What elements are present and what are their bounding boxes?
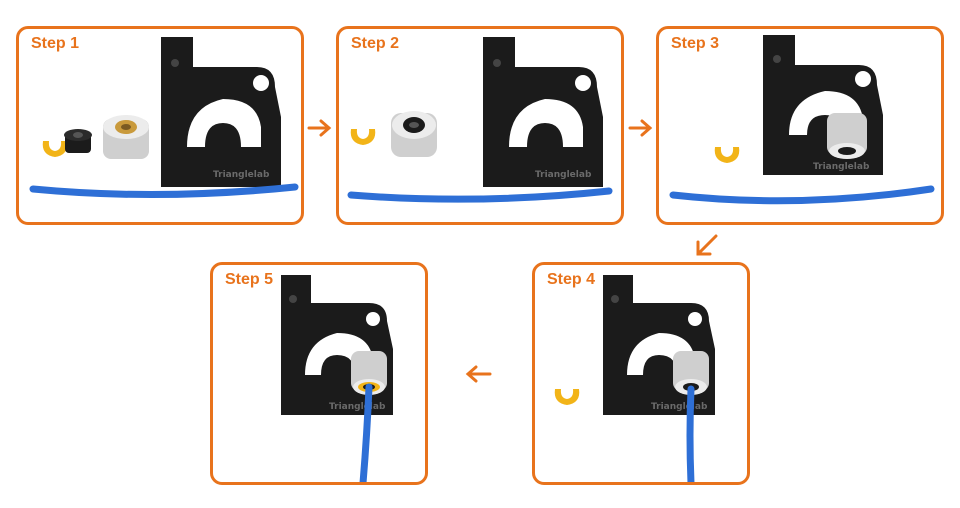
svg-text:Trianglelab: Trianglelab [813, 162, 870, 172]
coupling-icon [103, 115, 149, 159]
arrow-right-icon [628, 118, 654, 138]
step-4-panel: Step 4 Trianglelab [532, 262, 750, 485]
ptfe-tube [347, 187, 613, 203]
svg-text:Trianglelab: Trianglelab [213, 170, 270, 180]
ptfe-tube [359, 383, 373, 482]
step-2-panel: Step 2 Trianglelab [336, 26, 624, 225]
tube-clip-icon [554, 389, 580, 405]
tube-clip-icon [350, 129, 376, 145]
svg-text:Trianglelab: Trianglelab [329, 402, 386, 412]
arrow-right-icon [307, 118, 333, 138]
step-3-illustration: Trianglelab [669, 35, 935, 205]
tube-clip-icon [42, 141, 68, 157]
step-4-illustration: Trianglelab [554, 275, 715, 482]
step-2-illustration: Trianglelab [347, 37, 613, 203]
step-5-illustration: Trianglelab [281, 275, 393, 482]
step-1-illustration: Trianglelab [29, 37, 299, 199]
step-label: Step 5 [225, 271, 274, 288]
extruder-bracket-icon: Trianglelab [483, 37, 603, 187]
arrow-down-left-icon [692, 232, 722, 260]
extruder-bracket-icon: Trianglelab [161, 37, 281, 187]
step-label: Step 3 [671, 35, 720, 52]
step-5-panel: Step 5 Trianglelab [210, 262, 428, 485]
svg-text:Trianglelab: Trianglelab [651, 402, 708, 412]
step-label: Step 2 [351, 35, 400, 52]
step-label: Step 1 [31, 35, 80, 52]
coupling-collet-icon [391, 111, 437, 157]
extruder-bracket-icon: Trianglelab [763, 35, 883, 175]
ptfe-tube [686, 385, 695, 482]
ptfe-tube [669, 185, 935, 205]
coupling-installed-icon [827, 113, 867, 159]
step-label: Step 4 [547, 271, 596, 288]
step-3-panel: Step 3 Trianglelab [656, 26, 944, 225]
arrow-left-icon [464, 364, 494, 384]
tube-clip-icon [714, 147, 740, 163]
step-1-panel: Step 1 Trianglelab [16, 26, 304, 225]
collet-icon [64, 129, 92, 153]
svg-text:Trianglelab: Trianglelab [535, 170, 592, 180]
ptfe-tube [29, 183, 299, 199]
